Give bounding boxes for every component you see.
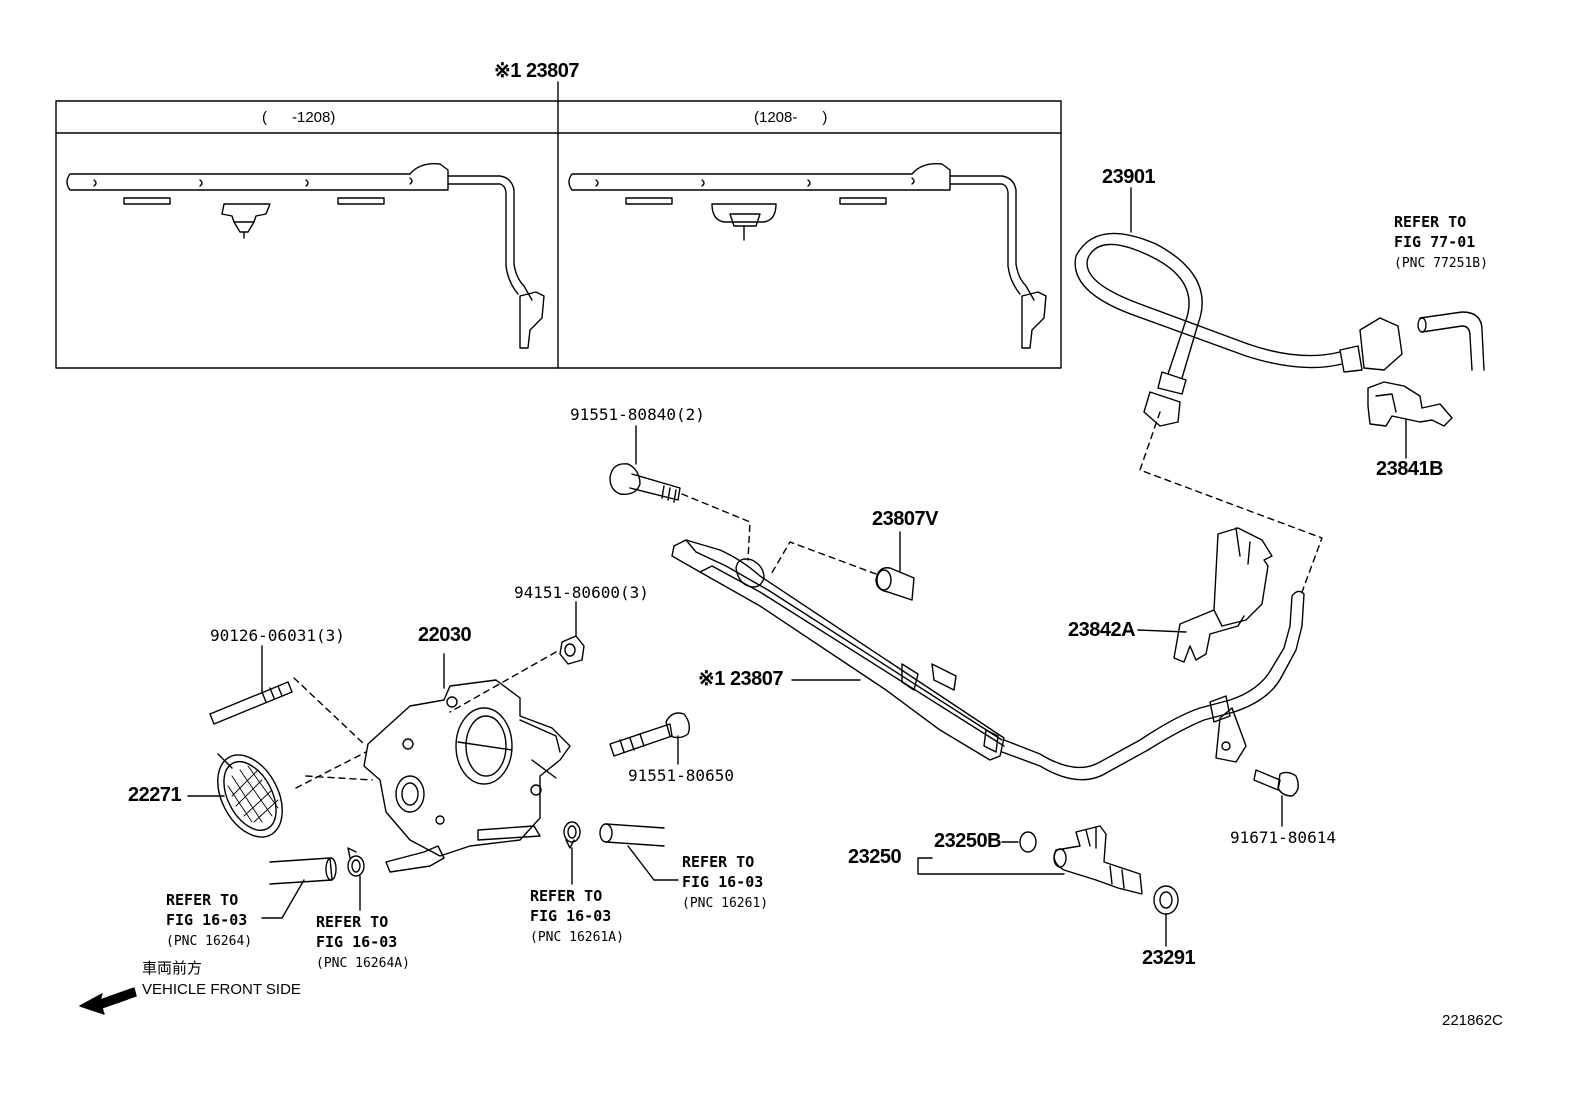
callout-23841b[interactable]: 23841B <box>1376 458 1444 480</box>
direction-english: VEHICLE FRONT SIDE <box>142 981 301 998</box>
variant-right-label: (1208- ) <box>754 109 828 126</box>
refer-line3: (PNC 16264A) <box>316 956 410 971</box>
callout-23291[interactable]: 23291 <box>1142 947 1196 969</box>
callout-23250[interactable]: 23250 <box>848 846 902 868</box>
clamp-16261a <box>564 822 580 884</box>
bolt-91551-80840 <box>610 426 750 560</box>
direction-japanese: 車両前方 <box>142 960 203 977</box>
refer-line1: REFER TO <box>530 887 603 905</box>
callout-94151[interactable]: 94151-80600(3) <box>514 583 649 602</box>
refer-line2: FIG 16-03 <box>530 907 612 925</box>
refer-16261[interactable]: REFER TO FIG 16-03 (PNC 16261) <box>682 852 768 914</box>
refer-line1: REFER TO <box>682 853 755 871</box>
hose-16261 <box>600 824 678 880</box>
figure-code: 221862C <box>1442 1012 1503 1029</box>
header-callout[interactable]: ※1 23807 <box>494 60 580 82</box>
refer-line1: REFER TO <box>166 891 239 909</box>
hose-16264 <box>262 858 336 918</box>
refer-line1: REFER TO <box>1394 213 1467 231</box>
direction-arrow-icon <box>80 988 136 1014</box>
refer-line1: REFER TO <box>316 913 389 931</box>
refer-16264[interactable]: REFER TO FIG 16-03 (PNC 16264) <box>166 890 252 952</box>
bolt-91551-80650 <box>610 713 689 764</box>
refer-77-01[interactable]: REFER TO FIG 77-01 (PNC 77251B) <box>1394 212 1488 274</box>
callout-23807v[interactable]: 23807V <box>872 508 938 530</box>
refer-line2: FIG 16-03 <box>682 873 764 891</box>
fuel-hose-23901 <box>1075 188 1484 426</box>
refer-16261a[interactable]: REFER TO FIG 16-03 (PNC 16261A) <box>530 886 624 948</box>
callout-23807-main[interactable]: ※1 23807 <box>698 668 784 690</box>
callout-23842a[interactable]: 23842A <box>1068 619 1136 641</box>
callout-23250b[interactable]: 23250B <box>934 830 1002 852</box>
callout-23901[interactable]: 23901 <box>1102 166 1156 188</box>
callout-22271[interactable]: 22271 <box>128 784 182 806</box>
callout-22030[interactable]: 22030 <box>418 624 472 646</box>
cap-23807v <box>770 532 914 600</box>
callout-91551-80840[interactable]: 91551-80840(2) <box>570 405 705 424</box>
variant-left-label: ( -1208) <box>262 109 336 126</box>
stud-90126-06031 <box>210 646 556 744</box>
injector-23250 <box>918 826 1142 894</box>
fuel-rail-23807 <box>672 540 1304 780</box>
oring-23250b <box>1020 832 1036 852</box>
variant-left-rail <box>67 164 544 348</box>
bracket-23842a <box>1138 528 1272 662</box>
refer-line2: FIG 77-01 <box>1394 233 1476 251</box>
gasket-22271 <box>188 744 295 848</box>
refer-line3: (PNC 16261) <box>682 896 769 911</box>
dashed-hose-link <box>1140 412 1322 592</box>
callout-91551-80650[interactable]: 91551-80650 <box>628 766 734 785</box>
refer-line3: (PNC 77251B) <box>1394 256 1488 271</box>
throttle-body-22030 <box>296 654 570 872</box>
clamp-16264a <box>348 848 364 910</box>
refer-line2: FIG 16-03 <box>166 911 248 929</box>
variant-box <box>56 82 1061 368</box>
nut-94151-80600 <box>560 602 584 664</box>
callout-91671[interactable]: 91671-80614 <box>1230 828 1336 847</box>
seal-23291 <box>1154 886 1178 946</box>
callout-90126[interactable]: 90126-06031(3) <box>210 626 345 645</box>
clip-23841b <box>1368 382 1452 458</box>
variant-right-rail <box>569 164 1046 348</box>
refer-line3: (PNC 16261A) <box>530 930 624 945</box>
refer-line2: FIG 16-03 <box>316 933 398 951</box>
refer-16264a[interactable]: REFER TO FIG 16-03 (PNC 16264A) <box>316 912 410 974</box>
bolt-91671-80614 <box>1254 770 1298 826</box>
refer-line3: (PNC 16264) <box>166 934 253 949</box>
